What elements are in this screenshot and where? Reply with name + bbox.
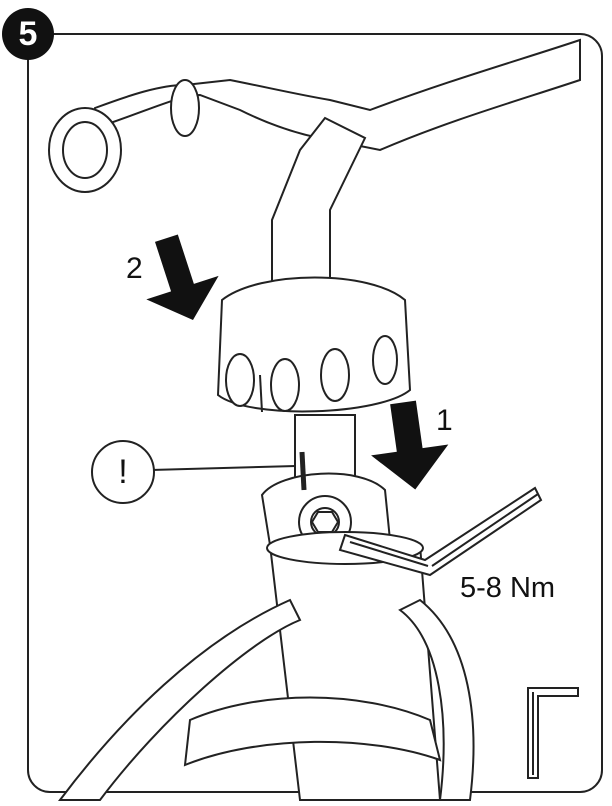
warning-callout: ! bbox=[91, 440, 155, 504]
torque-spec-label: 5-8 Nm bbox=[460, 572, 556, 604]
arrow-1-label: 1 bbox=[436, 404, 453, 437]
arrow-2-label: 2 bbox=[126, 252, 143, 285]
stem-neck bbox=[271, 116, 367, 301]
step-number-badge: 5 bbox=[2, 8, 54, 60]
allen-key-inserted bbox=[338, 486, 543, 577]
arrow-1-down-icon bbox=[371, 400, 449, 490]
warning-leader-line bbox=[150, 465, 297, 471]
allen-key-icon bbox=[527, 687, 579, 779]
arrow-2-down-icon bbox=[146, 234, 219, 320]
grip-sleeve bbox=[216, 276, 412, 413]
bike-frame bbox=[57, 531, 475, 801]
